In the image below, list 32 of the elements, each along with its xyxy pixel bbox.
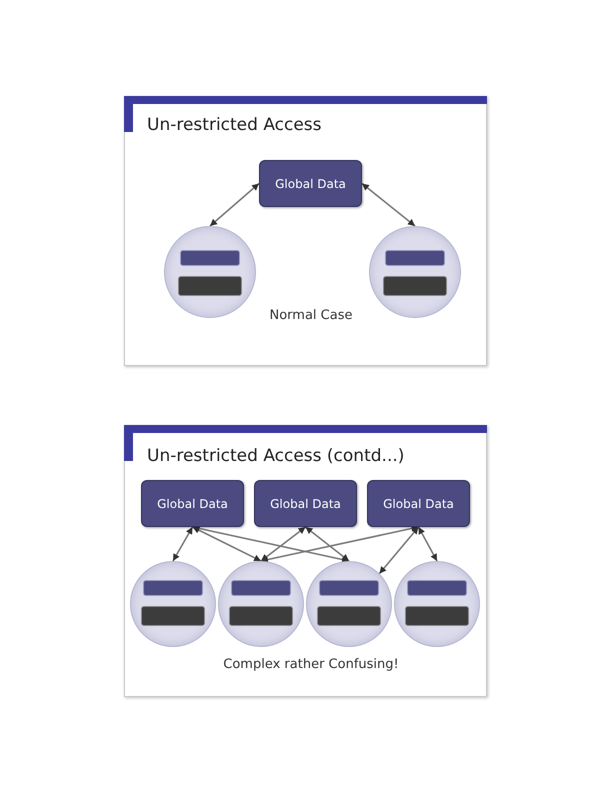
double-arrow <box>260 525 419 563</box>
data-box: Global Data <box>141 480 244 527</box>
upper-bar <box>143 580 203 596</box>
upper-bar <box>180 250 240 266</box>
double-arrow <box>378 526 420 574</box>
lower-bar <box>383 276 447 296</box>
data-box: Global Data <box>367 480 470 527</box>
lower-bar <box>229 606 293 626</box>
double-arrow <box>209 182 260 227</box>
slide-caption: Complex rather Confusing! <box>223 657 399 672</box>
data-box: Global Data <box>259 160 362 207</box>
slide-title: Un-restricted Access <box>147 115 322 135</box>
slide-title: Un-restricted Access (contd...) <box>147 446 404 466</box>
double-arrow <box>418 526 438 562</box>
data-box: Global Data <box>254 480 357 527</box>
lower-bar <box>178 276 242 296</box>
double-arrow <box>172 526 194 562</box>
lower-bar <box>405 606 469 626</box>
upper-bar <box>231 580 291 596</box>
double-arrow <box>192 526 262 562</box>
double-arrow <box>305 526 350 562</box>
double-arrow <box>362 182 416 227</box>
upper-bar <box>385 250 445 266</box>
upper-bar <box>319 580 379 596</box>
double-arrow <box>192 525 350 563</box>
double-arrow <box>260 526 306 562</box>
lower-bar <box>317 606 381 626</box>
slide-panel <box>124 96 487 366</box>
lower-bar <box>141 606 205 626</box>
slide-caption: Normal Case <box>270 308 352 323</box>
upper-bar <box>407 580 467 596</box>
slide-panel <box>124 425 487 697</box>
